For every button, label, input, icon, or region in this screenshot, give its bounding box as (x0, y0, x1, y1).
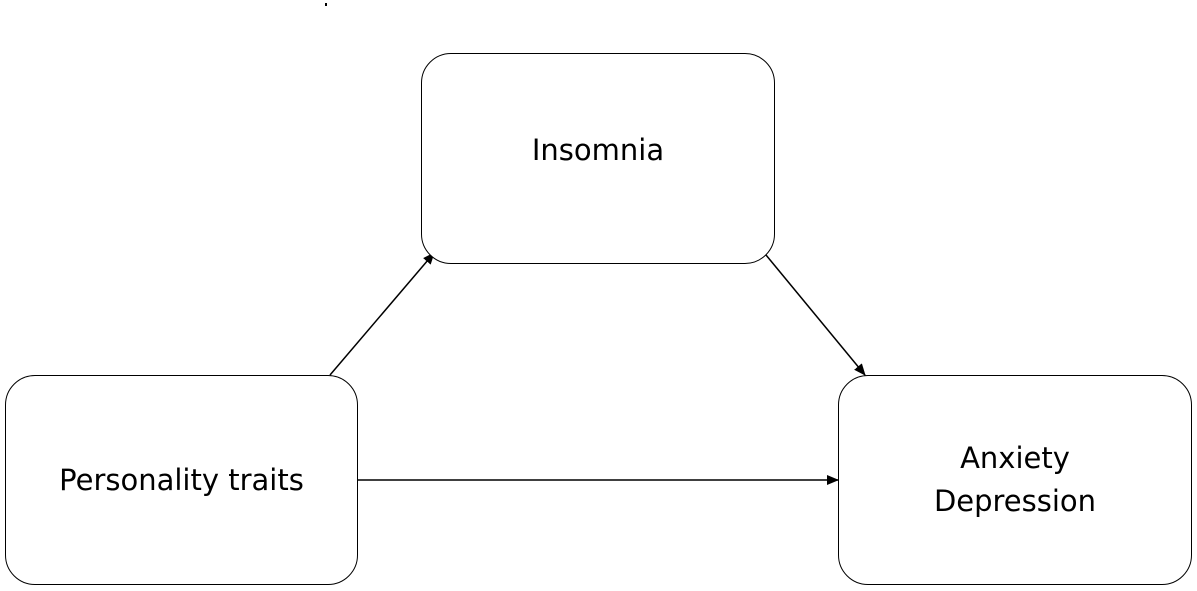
arrow-insomnia-to-outcome (765, 254, 866, 376)
node-anxiety-depression: Anxiety Depression (838, 375, 1192, 585)
node-depression-label: Depression (933, 484, 1097, 518)
stray-dot-mark (325, 3, 327, 6)
node-anxiety-label: Anxiety (960, 441, 1070, 475)
node-insomnia-label: Insomnia (531, 133, 665, 167)
node-insomnia: Insomnia (421, 53, 775, 264)
node-personality-traits: Personality traits (5, 375, 358, 585)
arrow-personality-to-insomnia (329, 252, 435, 376)
node-personality-traits-label: Personality traits (59, 462, 304, 497)
